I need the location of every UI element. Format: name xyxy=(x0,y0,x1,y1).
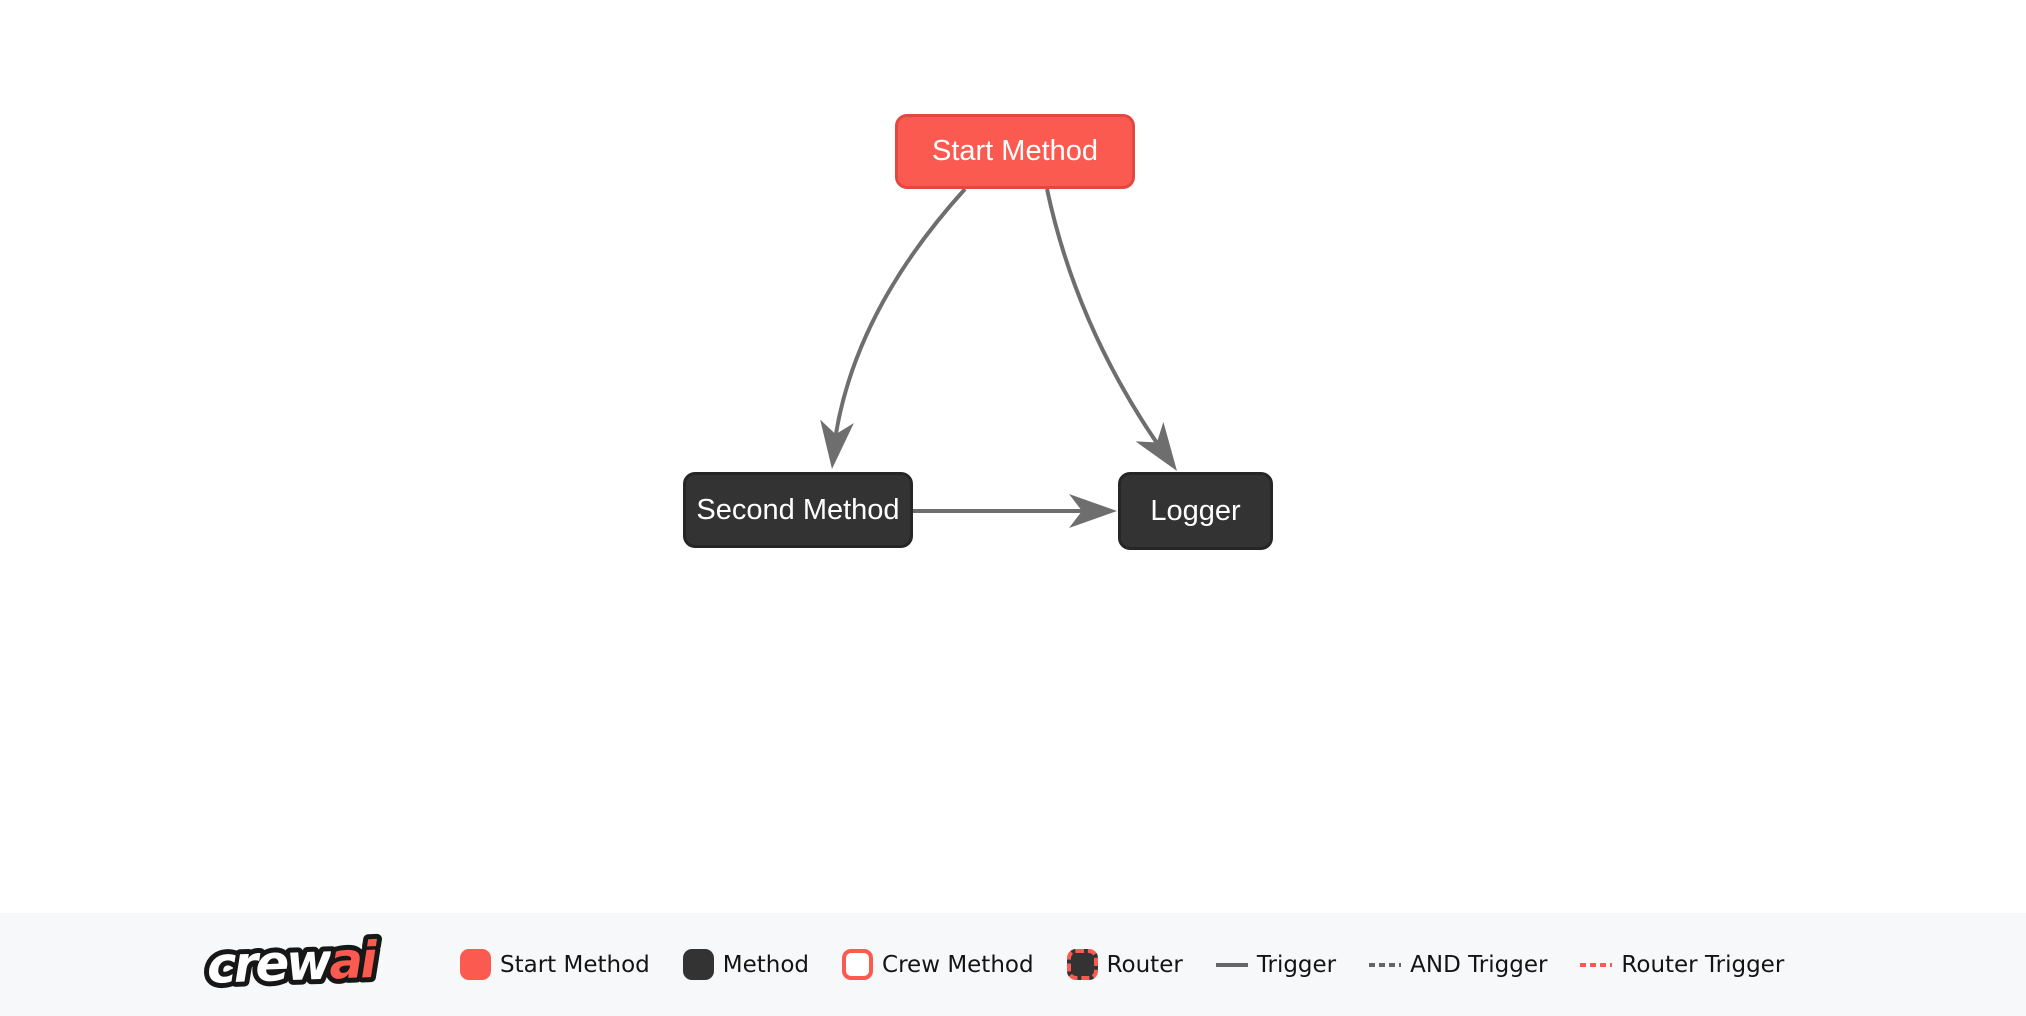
legend-label: Router xyxy=(1106,951,1183,978)
node-label: Start Method xyxy=(931,135,1099,167)
legend-bar: crewai Start Method Method Crew Method R… xyxy=(0,913,2026,1016)
arrowhead-icon xyxy=(1135,421,1177,471)
legend-label: AND Trigger xyxy=(1410,951,1548,978)
edges-layer xyxy=(820,187,1177,528)
arrowhead-icon xyxy=(1069,494,1117,528)
node-label: Logger xyxy=(1150,494,1241,527)
legend-label: Router Trigger xyxy=(1621,951,1785,978)
legend-label: Crew Method xyxy=(882,951,1034,978)
start-method-swatch-icon xyxy=(460,949,491,980)
crewai-logo: crewai xyxy=(201,923,433,1007)
legend-label: Start Method xyxy=(500,951,650,978)
legend-item-crew-method: Crew Method xyxy=(842,949,1034,980)
legend-label: Trigger xyxy=(1256,951,1337,978)
and-trigger-line-icon xyxy=(1369,962,1402,967)
router-swatch-icon xyxy=(1066,949,1098,980)
legend-item-router-trigger: Router Trigger xyxy=(1580,952,1784,978)
crewai-logo-icon: crewai xyxy=(201,925,384,999)
legend-item-trigger: Trigger xyxy=(1215,951,1337,978)
legend-item-method: Method xyxy=(682,949,810,980)
flow-canvas[interactable]: Start Method Second Method Logger xyxy=(0,0,2026,913)
crew-method-swatch-icon xyxy=(842,949,874,980)
node-logger[interactable]: Logger xyxy=(1118,472,1273,550)
node-second-method[interactable]: Second Method xyxy=(683,472,913,548)
trigger-line-icon xyxy=(1215,962,1248,967)
legend-item-router: Router xyxy=(1066,949,1183,980)
node-label: Second Method xyxy=(696,493,900,526)
arrowhead-icon xyxy=(820,419,854,469)
legend-label: Method xyxy=(722,951,810,978)
edge-start-to-logger xyxy=(1045,188,1173,465)
svg-text:crewai: crewai xyxy=(206,930,379,994)
method-swatch-icon xyxy=(682,949,714,980)
legend-item-start-method: Start Method xyxy=(460,949,650,980)
node-start-method[interactable]: Start Method xyxy=(895,114,1135,189)
edge-start-to-second xyxy=(831,187,967,456)
legend-item-and-trigger: AND Trigger xyxy=(1369,952,1547,978)
router-trigger-line-icon xyxy=(1580,962,1613,967)
